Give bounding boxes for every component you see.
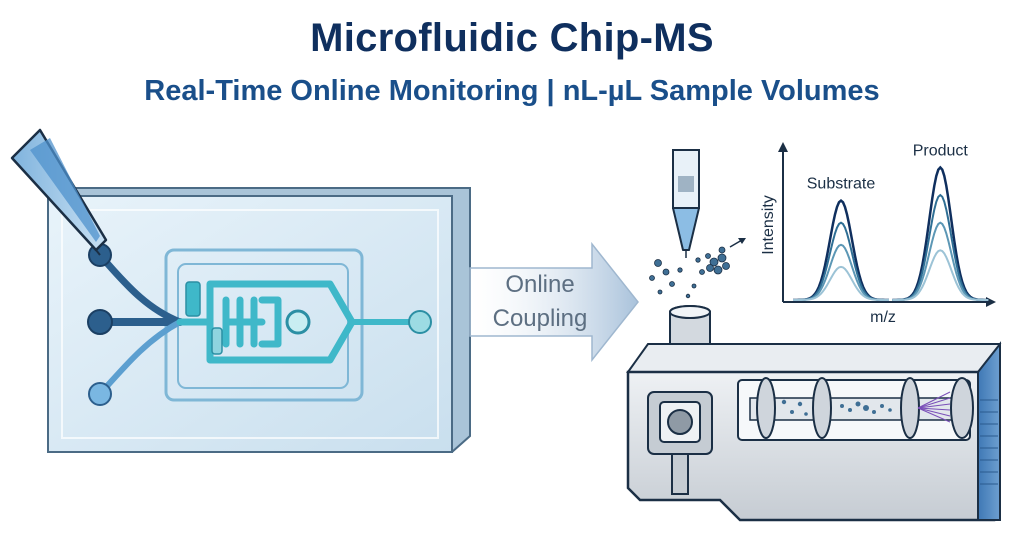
esi-emitter [672, 149, 700, 258]
arrow-label-online: Online [505, 271, 574, 298]
peak-0-trace-3 [793, 265, 889, 301]
peak-label-1: Product [913, 143, 969, 160]
mass-spectrometer [626, 305, 1002, 522]
inlet-channel-1 [96, 251, 184, 326]
peak-0-trace-2 [793, 243, 889, 301]
microfluidic-chip [10, 128, 471, 453]
peak-1-trace-3 [892, 249, 989, 301]
subtitle: Real-Time Online Monitoring | nL-µL Samp… [144, 75, 880, 107]
spray-droplets [649, 246, 730, 299]
inlet-channel-3 [97, 319, 183, 397]
peak-0-trace-0 [793, 198, 889, 302]
pipette-tip [10, 128, 108, 256]
main-title: Microfluidic Chip-MS [310, 16, 714, 60]
y-axis-label: Intensity [760, 195, 777, 255]
arrow-label-coupling: Coupling [493, 305, 588, 332]
peak-0-trace-1 [793, 221, 889, 301]
mixing-chamber [285, 309, 311, 335]
mass-spectrum: Intensity m/z Substrate Product [760, 142, 996, 326]
peak-label-0: Substrate [807, 176, 876, 193]
peak-1-trace-1 [892, 193, 989, 301]
coupling-arrow: Online Coupling [469, 241, 639, 363]
spectrum-peaks: Substrate Product [793, 143, 989, 302]
reaction-channel-network [176, 280, 356, 364]
peak-1-trace-0 [892, 165, 989, 302]
peak-1-trace-2 [892, 221, 989, 301]
x-axis-label: m/z [870, 309, 896, 326]
inlet-port-2 [87, 309, 113, 335]
outlet-port [408, 310, 432, 334]
inlet-port-3 [88, 382, 112, 406]
